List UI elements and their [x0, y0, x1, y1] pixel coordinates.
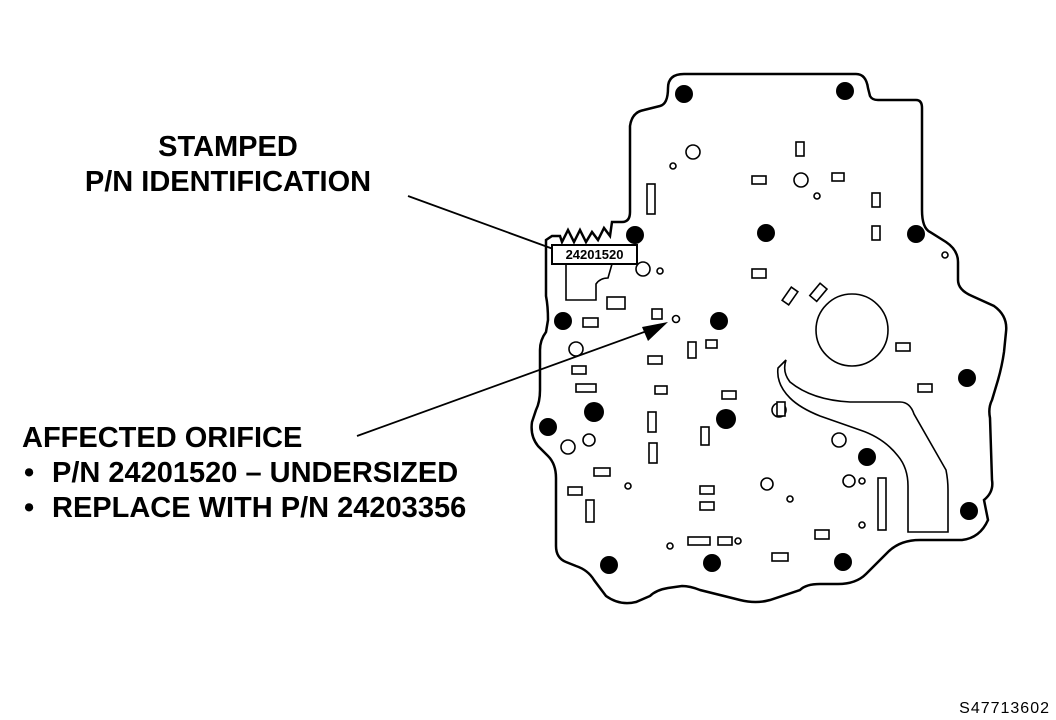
- bolt-hole: [834, 553, 852, 571]
- bolt-hole: [907, 225, 925, 243]
- affected-orifice-callout: AFFECTED ORIFICE P/N 24201520 – UNDERSIZ…: [22, 421, 466, 526]
- bolt-hole: [958, 369, 976, 387]
- stamped-callout-line-2: P/N IDENTIFICATION: [84, 166, 372, 198]
- bolt-hole: [626, 226, 644, 244]
- bolt-hole: [757, 224, 775, 242]
- affected-arrowhead: [642, 322, 668, 341]
- bolt-hole: [858, 448, 876, 466]
- affected-callout-title: AFFECTED ORIFICE: [22, 422, 303, 454]
- open-hole: [815, 293, 889, 367]
- curved-channel: [776, 359, 949, 533]
- bolt-holes: [539, 82, 978, 574]
- affected-bullet-item: REPLACE WITH P/N 24203356: [22, 491, 466, 526]
- bolt-hole: [584, 402, 604, 422]
- channel-slots: [567, 141, 933, 562]
- bolt-hole: [710, 312, 728, 330]
- part-number-stamp: 24201520: [551, 244, 638, 265]
- stamped-pn-callout: STAMPED P/N IDENTIFICATION: [58, 130, 398, 200]
- affected-leader-line: [356, 326, 659, 437]
- bolt-hole: [716, 409, 736, 429]
- stamped-callout-line-1: STAMPED: [158, 131, 298, 163]
- stamp-bracket: [565, 261, 614, 301]
- bolt-hole: [703, 554, 721, 572]
- bolt-hole: [539, 418, 557, 436]
- affected-bullet-item: P/N 24201520 – UNDERSIZED: [22, 456, 466, 491]
- bolt-hole: [554, 312, 572, 330]
- figure-code: S47713602: [959, 700, 1050, 717]
- bolt-hole: [600, 556, 618, 574]
- bolt-hole: [960, 502, 978, 520]
- bolt-hole: [675, 85, 693, 103]
- affected-bullet-list: P/N 24201520 – UNDERSIZED REPLACE WITH P…: [22, 456, 466, 526]
- stamped-leader-line: [407, 195, 557, 251]
- bolt-hole: [836, 82, 854, 100]
